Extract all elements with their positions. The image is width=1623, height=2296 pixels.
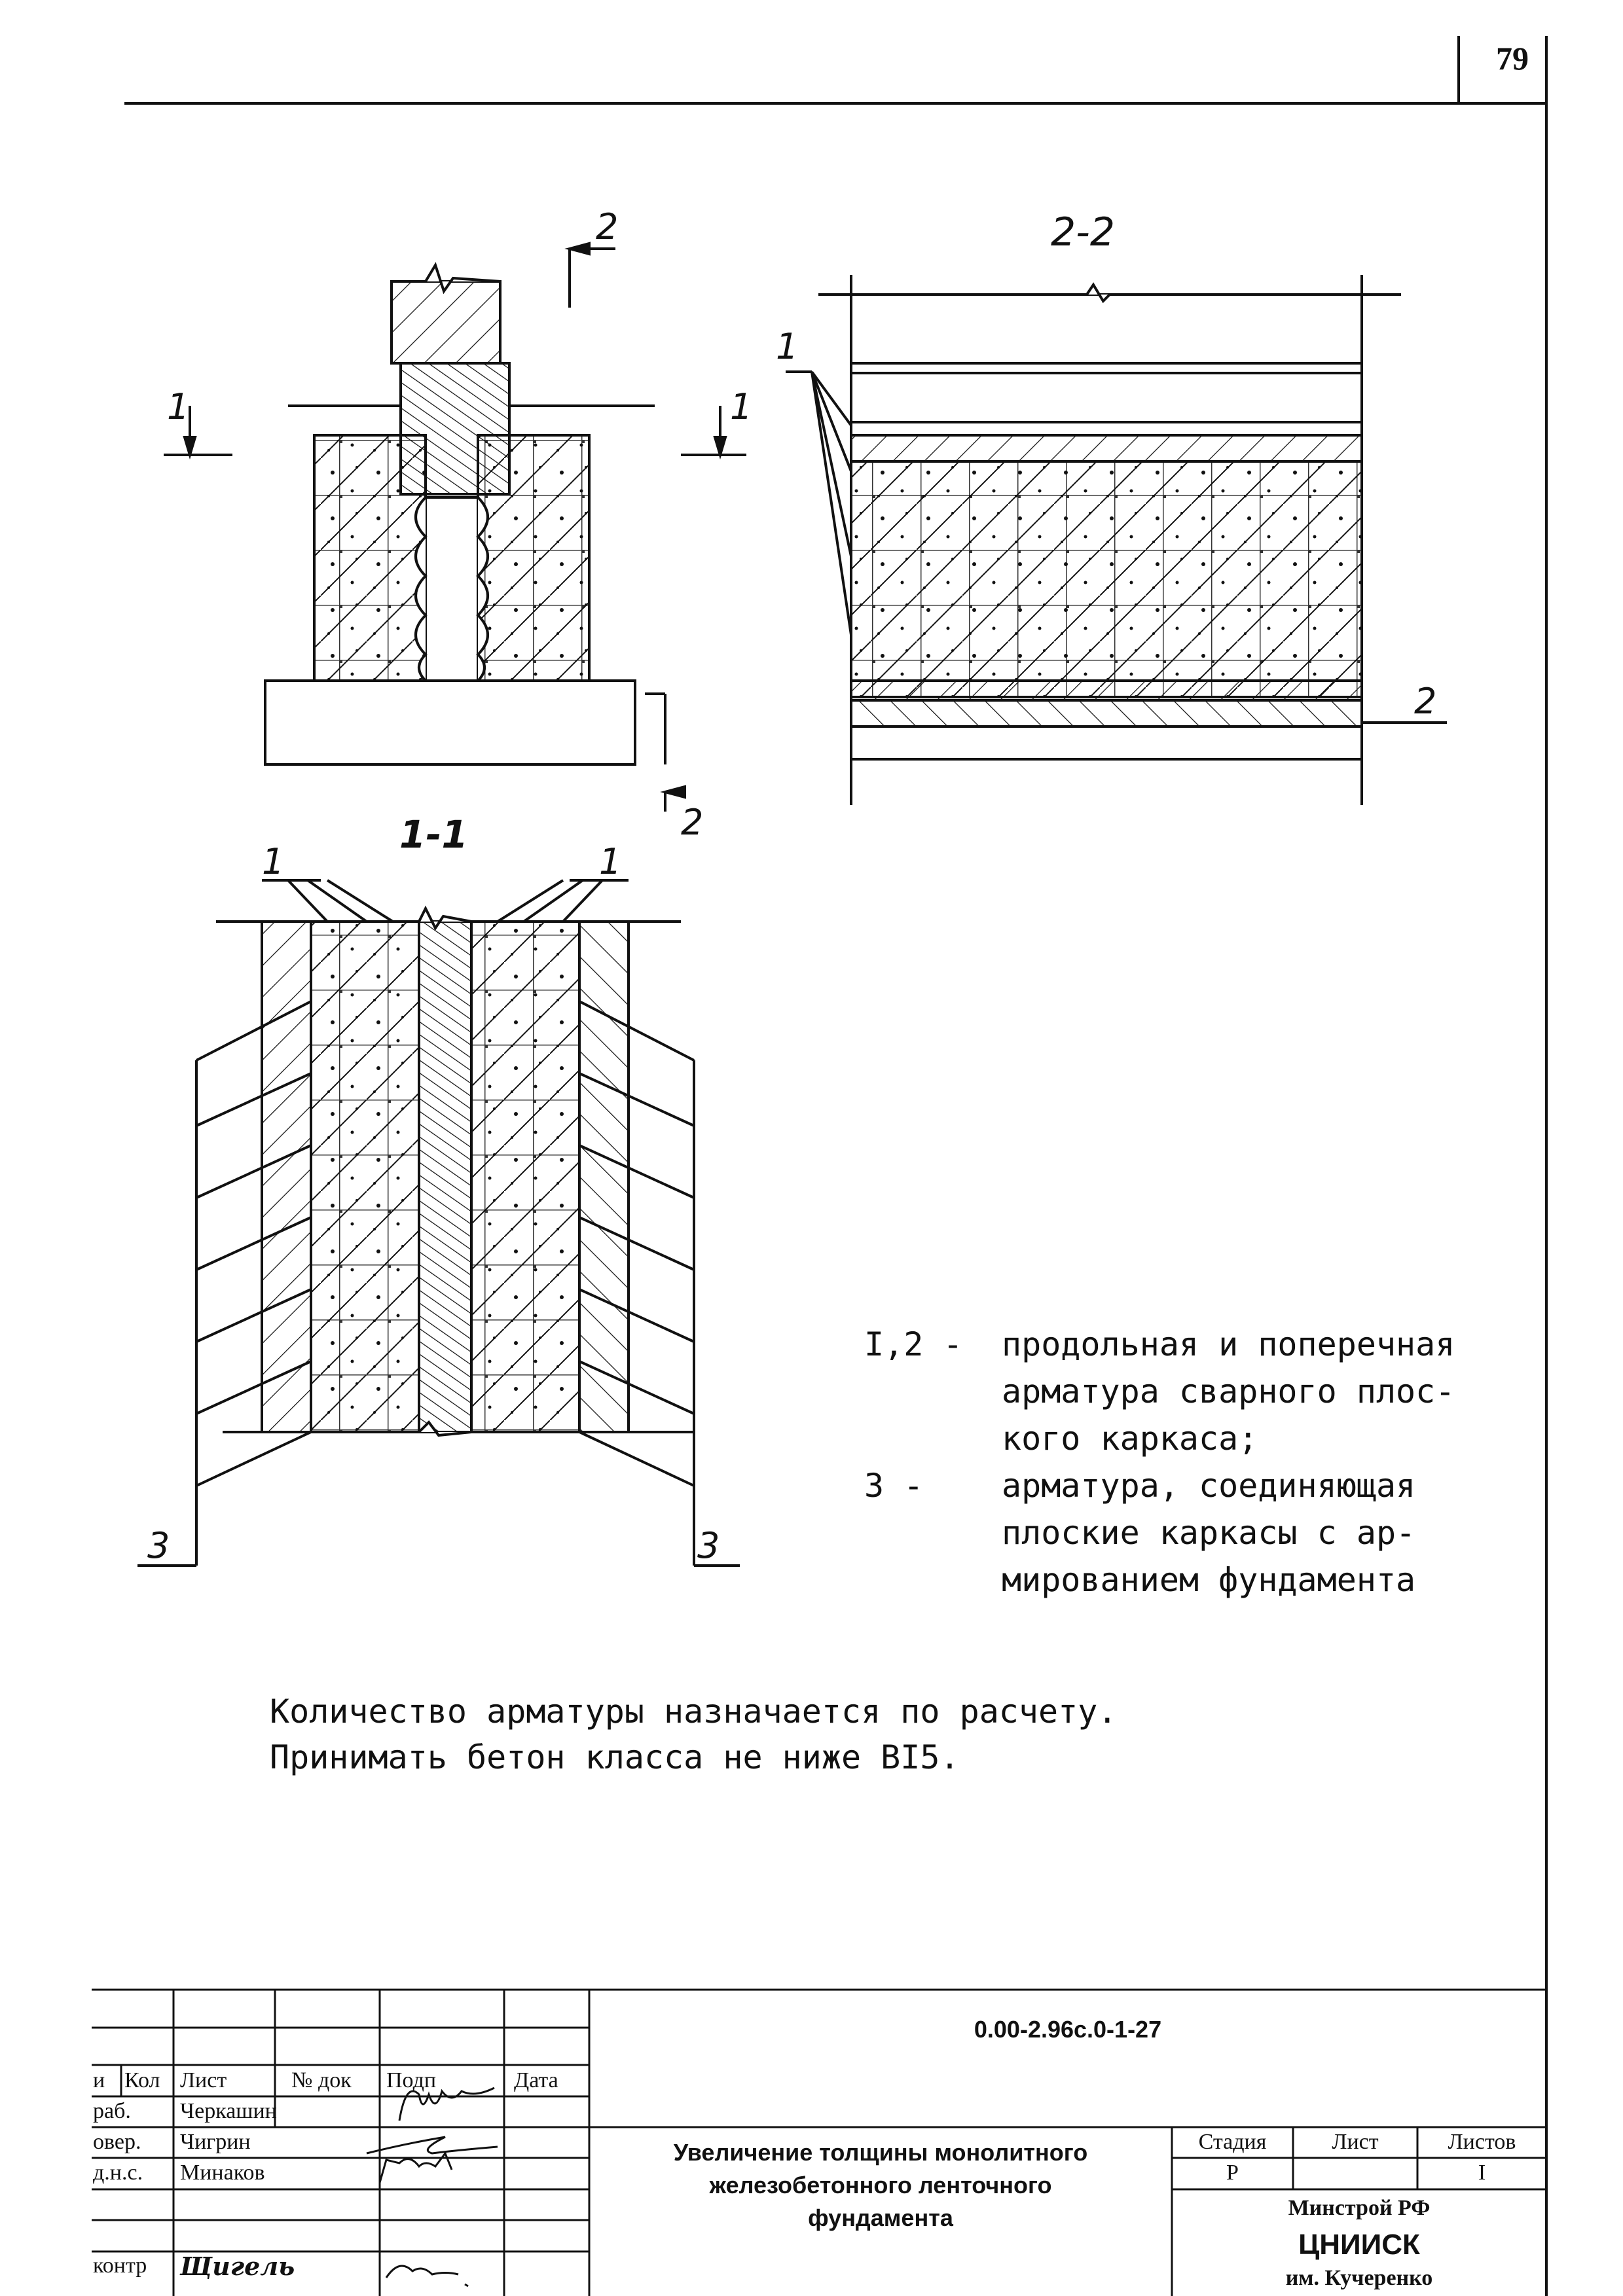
elevation-view — [164, 242, 746, 812]
header-data: Дата — [514, 2068, 558, 2092]
label-elev-1-left: 1 — [167, 386, 189, 427]
label-sec22-2: 2 — [1414, 681, 1436, 722]
legend-item-1-line-1: продольная и поперечная — [1002, 1325, 1455, 1363]
row-1-name: Черкашин — [180, 2099, 277, 2123]
label-sec11-1-left: 1 — [262, 841, 284, 882]
row-1-role: раб. — [93, 2099, 131, 2123]
legend-item-1-line-3: кого каркаса; — [1002, 1420, 1258, 1458]
document-code: 0.00-2.96с.0-1-27 — [974, 2016, 1162, 2043]
row-2-role: овер. — [93, 2130, 141, 2154]
label-sec11-3-right: 3 — [697, 1525, 720, 1566]
legend-item-2-line-2: плоские каркасы с ар- — [1002, 1514, 1416, 1552]
header-list: Лист — [180, 2068, 227, 2092]
signatures — [366, 2087, 498, 2287]
sheet-label: Лист — [1332, 2130, 1379, 2154]
section-1-1-label: 1-1 — [399, 812, 468, 857]
row-3-name: Минаков — [180, 2161, 265, 2185]
label-sec11-3-left: 3 — [147, 1525, 170, 1566]
row-2-name: Чигрин — [180, 2130, 251, 2154]
page-number: 79 — [1496, 40, 1529, 77]
header-ndoc: № док — [291, 2068, 352, 2092]
note-2: Принимать бетон класса не ниже BI5. — [270, 1738, 960, 1776]
row-5-role: контр — [93, 2253, 147, 2278]
label-sec22-1: 1 — [776, 326, 798, 367]
title-line-1: Увеличение толщины монолитного — [673, 2139, 1088, 2166]
legend-item-2-key: 3 - — [864, 1467, 924, 1505]
section-2-2 — [786, 275, 1447, 805]
title-line-2: железобетонного ленточного — [709, 2172, 1052, 2198]
sheets-value: I — [1478, 2161, 1486, 2185]
label-elev-2-bottom: 2 — [681, 802, 703, 843]
stage-value: Р — [1226, 2161, 1239, 2185]
header-izm: и — [93, 2068, 105, 2092]
legend-item-1-key: I,2 - — [864, 1325, 963, 1363]
org-line-1: Минстрой РФ — [1288, 2196, 1431, 2220]
label-sec11-1-right: 1 — [599, 841, 621, 882]
row-3-role: д.н.с. — [93, 2161, 143, 2185]
org-line-2: ЦНИИСК — [1298, 2229, 1420, 2261]
label-elev-1-right: 1 — [730, 386, 752, 427]
label-elev-2-top: 2 — [596, 206, 618, 247]
stage-label: Стадия — [1198, 2130, 1267, 2154]
legend-item-1-line-2: арматура сварного плос- — [1002, 1372, 1455, 1410]
legend-item-2-line-3: мированием фундамента — [1002, 1561, 1416, 1599]
page-frame — [124, 36, 1548, 2296]
legend-item-2-line-1: арматура, соединяющая — [1002, 1467, 1416, 1505]
row-5-name: Щигель — [180, 2251, 295, 2281]
header-kol: Кол — [124, 2068, 160, 2092]
title-line-3: фундамента — [808, 2204, 953, 2231]
section-2-2-label: 2-2 — [1051, 209, 1115, 255]
header-podp: Подп — [386, 2068, 437, 2092]
title-block-grid — [92, 1988, 1546, 2296]
note-1: Количество арматуры назначается по расче… — [270, 1693, 1118, 1731]
sheets-label: Листов — [1448, 2130, 1516, 2154]
org-line-3: им. Кучеренко — [1285, 2266, 1433, 2290]
section-1-1 — [137, 879, 740, 1567]
